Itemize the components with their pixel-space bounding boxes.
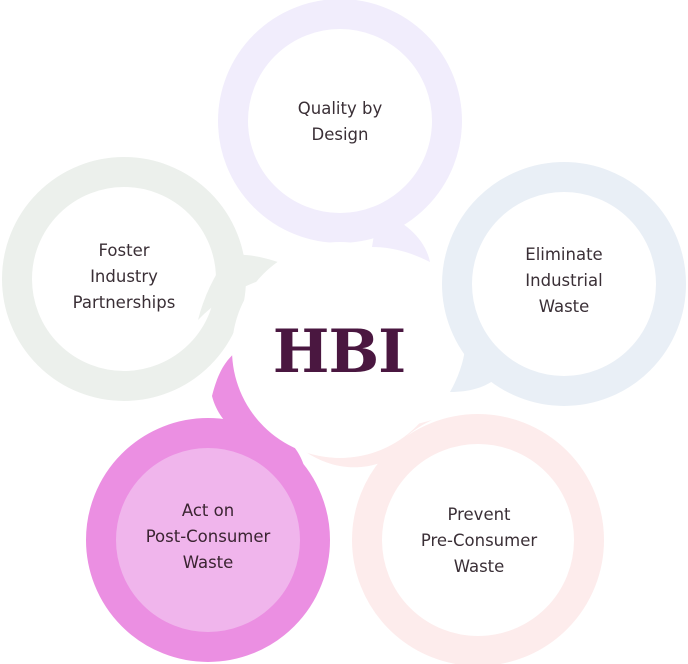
node-label-line: Pre-Consumer [420,531,538,550]
node-label-line: Design [311,125,369,144]
node-label-quality-by-design: Quality by Design [250,96,430,148]
ring-foster [2,157,246,401]
node-label-line: Industry [90,267,158,286]
node-label-act-on-post-consumer-waste: Act on Post-Consumer Waste [118,498,298,576]
hbi-logo: HBI [272,317,406,387]
node-label-line: Waste [182,553,234,572]
node-label-line: Industrial [525,271,603,290]
node-label-line: Prevent [447,505,511,524]
center-circle [232,242,448,458]
node-label-line: Partnerships [72,293,176,312]
node-label-line: Foster [98,241,150,260]
node-label-line: Waste [453,557,505,576]
node-label-line: Waste [538,297,590,316]
ring-eliminate [442,162,686,406]
node-label-prevent-pre-consumer-waste: Prevent Pre-Consumer Waste [389,502,569,580]
node-label-line: Post-Consumer [145,527,271,546]
ring-act [86,418,330,662]
node-label-eliminate-industrial-waste: Eliminate Industrial Waste [474,242,654,320]
ring-prevent [352,414,604,664]
node-label-line: Quality by [297,99,383,118]
node-label-line: Act on [181,501,235,520]
node-label-foster-industry-partnerships: Foster Industry Partnerships [34,238,214,316]
node-label-line: Eliminate [525,245,603,264]
ring-quality [218,0,462,243]
